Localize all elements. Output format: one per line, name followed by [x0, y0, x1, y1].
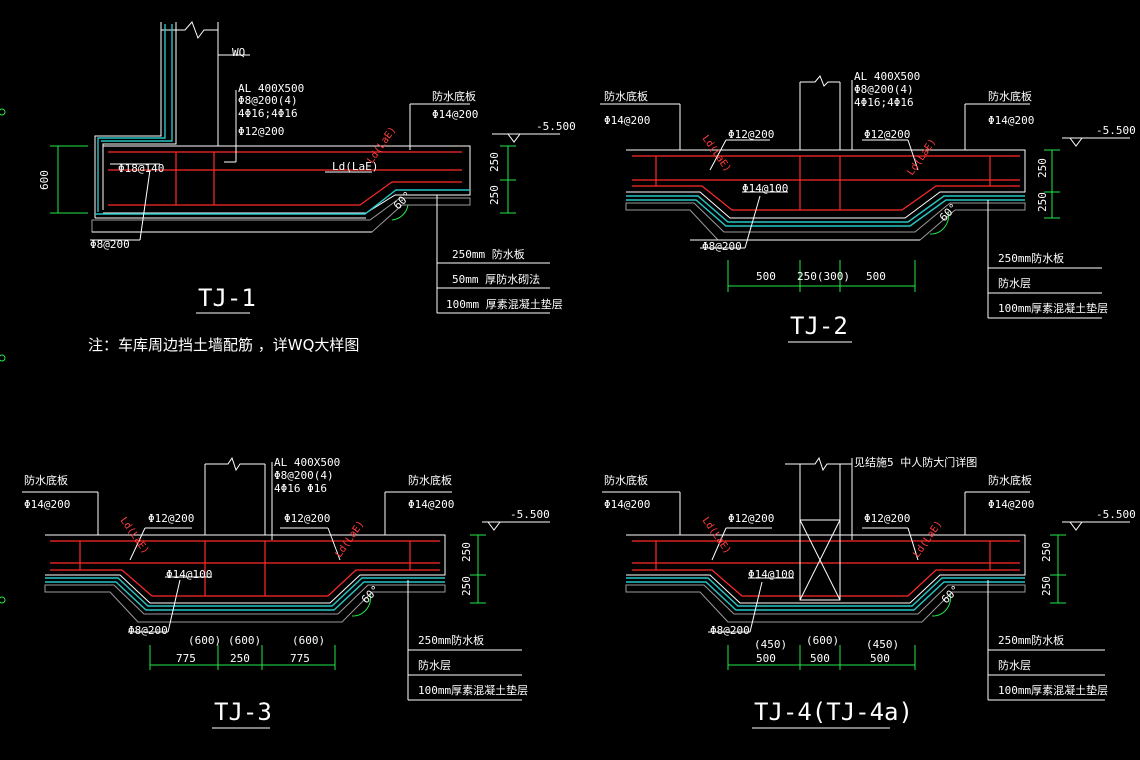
tj3-beam-line2: Φ8@200(4) [274, 469, 334, 482]
tj1-layer-2: 50mm 厚防水砌法 [452, 272, 540, 286]
tj4-layer-1: 250mm防水板 [998, 633, 1064, 647]
tj1-dim-250a: 250 [488, 152, 501, 172]
tj3-title: TJ-3 [214, 698, 272, 726]
edge-markers [0, 108, 6, 604]
tj3-dim-alt-2: (600) [228, 634, 261, 647]
tj1-bottom-bar: Φ8@200 [90, 238, 130, 251]
tj3-dim-alt-1: (600) [188, 634, 221, 647]
tj4-mid-bar: Φ14@100 [748, 568, 794, 581]
tj1-elevation: -5.500 [536, 120, 576, 133]
tj4-dim-1: 500 [756, 652, 776, 665]
tj3-beam-line3: 4Φ16 Φ16 [274, 482, 327, 495]
tj2-slab-bar-right: Φ14@200 [988, 114, 1034, 127]
tj1-angle: 60° [391, 189, 414, 212]
tj2-bar-left: Φ12@200 [728, 128, 774, 141]
tj3-elevation: -5.500 [510, 508, 550, 521]
tj4-layer-3: 100mm厚素混凝土垫层 [998, 683, 1108, 697]
tj2-slab-label-right: 防水底板 [988, 89, 1032, 103]
tj3-ld-right: Ld(LaE) [333, 519, 366, 560]
tj1-layer-1: 250mm 防水板 [452, 247, 525, 261]
tj3-slab-bar-left: Φ14@200 [24, 498, 70, 511]
tj3-bottom-bar: Φ8@200 [128, 624, 168, 637]
tj1-side-bar: Φ18@140 [118, 162, 164, 175]
tj2-beam-line1: AL 400X500 [854, 70, 920, 83]
tj2-bar-right: Φ12@200 [864, 128, 910, 141]
tj4-bar-right: Φ12@200 [864, 512, 910, 525]
tj1-dim-600: 600 [38, 170, 51, 190]
tj2-dim-2: 250(300) [797, 270, 850, 283]
tj4-angle: 60° [939, 583, 962, 606]
tj1-beam-line2: Φ8@200(4) [238, 94, 298, 107]
tj3-bar-right: Φ12@200 [284, 512, 330, 525]
tj1-ld-label-2: Ld(LaE) [365, 125, 398, 166]
tj2-ld-right: Ld(LaE) [905, 137, 938, 178]
tj3-layer-3: 100mm厚素混凝土垫层 [418, 683, 528, 697]
tj3-dim-250b: 250 [460, 576, 473, 596]
tj1-layer-3: 100mm 厚素混凝土垫层 [446, 297, 563, 311]
tj2-dim-3: 500 [866, 270, 886, 283]
tj4-layer-2: 防水层 [998, 658, 1031, 672]
tj4-bottom-bar: Φ8@200 [710, 624, 750, 637]
tj2-dim-250a: 250 [1036, 158, 1049, 178]
tj1-dim-250b: 250 [488, 185, 501, 205]
tj3-bar-left: Φ12@200 [148, 512, 194, 525]
tj3-dim-2: 250 [230, 652, 250, 665]
detail-tj3 [22, 456, 550, 729]
tj2-layer-2: 防水层 [998, 276, 1031, 290]
tj2-slab-bar-left: Φ14@200 [604, 114, 650, 127]
detail-tj4 [602, 456, 1130, 729]
detail-tj1 [50, 21, 560, 314]
tj3-angle: 60° [359, 583, 382, 606]
tj3-layer-1: 250mm防水板 [418, 633, 484, 647]
general-note: 注：车库周边挡土墙配筋 ，详WQ大样图 [88, 336, 359, 354]
tj4-dim-3: 500 [870, 652, 890, 665]
tj1-beam-line3: 4Φ16;4Φ16 [238, 107, 298, 120]
tj4-slab-bar-left: Φ14@200 [604, 498, 650, 511]
tj3-slab-label-left: 防水底板 [24, 473, 68, 487]
tj2-mid-bar: Φ14@100 [742, 182, 788, 195]
tj4-dim-alt-2: (600) [806, 634, 839, 647]
tj2-title: TJ-2 [790, 312, 848, 340]
tj1-title: TJ-1 [198, 284, 256, 312]
tj2-layer-3: 100mm厚素混凝土垫层 [998, 301, 1108, 315]
tj2-elevation: -5.500 [1096, 124, 1136, 137]
tj4-elevation: -5.500 [1096, 508, 1136, 521]
tj4-bar-left: Φ12@200 [728, 512, 774, 525]
tj1-wall-label: WQ [232, 46, 245, 59]
tj4-slab-label-right: 防水底板 [988, 473, 1032, 487]
tj4-title: TJ-4(TJ-4a) [754, 698, 913, 726]
tj3-layer-2: 防水层 [418, 658, 451, 672]
tj3-dim-alt-3: (600) [292, 634, 325, 647]
tj4-dim-alt-3: (450) [866, 638, 899, 651]
detail-tj2 [600, 75, 1130, 343]
tj2-beam-line2: Φ8@200(4) [854, 83, 914, 96]
tj4-dim-2: 500 [810, 652, 830, 665]
tj2-slab-label-left: 防水底板 [604, 89, 648, 103]
tj3-beam-line1: AL 400X500 [274, 456, 340, 469]
tj2-dim-250b: 250 [1036, 192, 1049, 212]
tj2-dim-1: 500 [756, 270, 776, 283]
tj4-slab-label-left: 防水底板 [604, 473, 648, 487]
tj4-see-note: 见结施5 中人防大门详图 [854, 455, 977, 469]
tj4-dim-250a: 250 [1040, 542, 1053, 562]
tj1-beam-line1: AL 400X500 [238, 82, 304, 95]
tj4-slab-bar-right: Φ14@200 [988, 498, 1034, 511]
tj4-dim-alt-1: (450) [754, 638, 787, 651]
tj4-ld-right: Ld(LaE) [911, 519, 944, 560]
tj2-layer-1: 250mm防水板 [998, 251, 1064, 265]
tj1-slab-label: 防水底板 [432, 89, 476, 103]
tj3-dim-1: 775 [176, 652, 196, 665]
tj4-dim-250b: 250 [1040, 576, 1053, 596]
tj1-ld-label: Ld(LaE) [332, 160, 378, 173]
tj2-bottom-bar: Φ8@200 [702, 240, 742, 253]
tj3-dim-3: 775 [290, 652, 310, 665]
tj3-slab-label-right: 防水底板 [408, 473, 452, 487]
tj2-beam-line3: 4Φ16;4Φ16 [854, 96, 914, 109]
tj3-mid-bar: Φ14@100 [166, 568, 212, 581]
tj3-slab-bar-right: Φ14@200 [408, 498, 454, 511]
tj3-dim-250a: 250 [460, 542, 473, 562]
tj1-top-bar: Φ12@200 [238, 125, 284, 138]
tj1-slab-bar: Φ14@200 [432, 108, 478, 121]
